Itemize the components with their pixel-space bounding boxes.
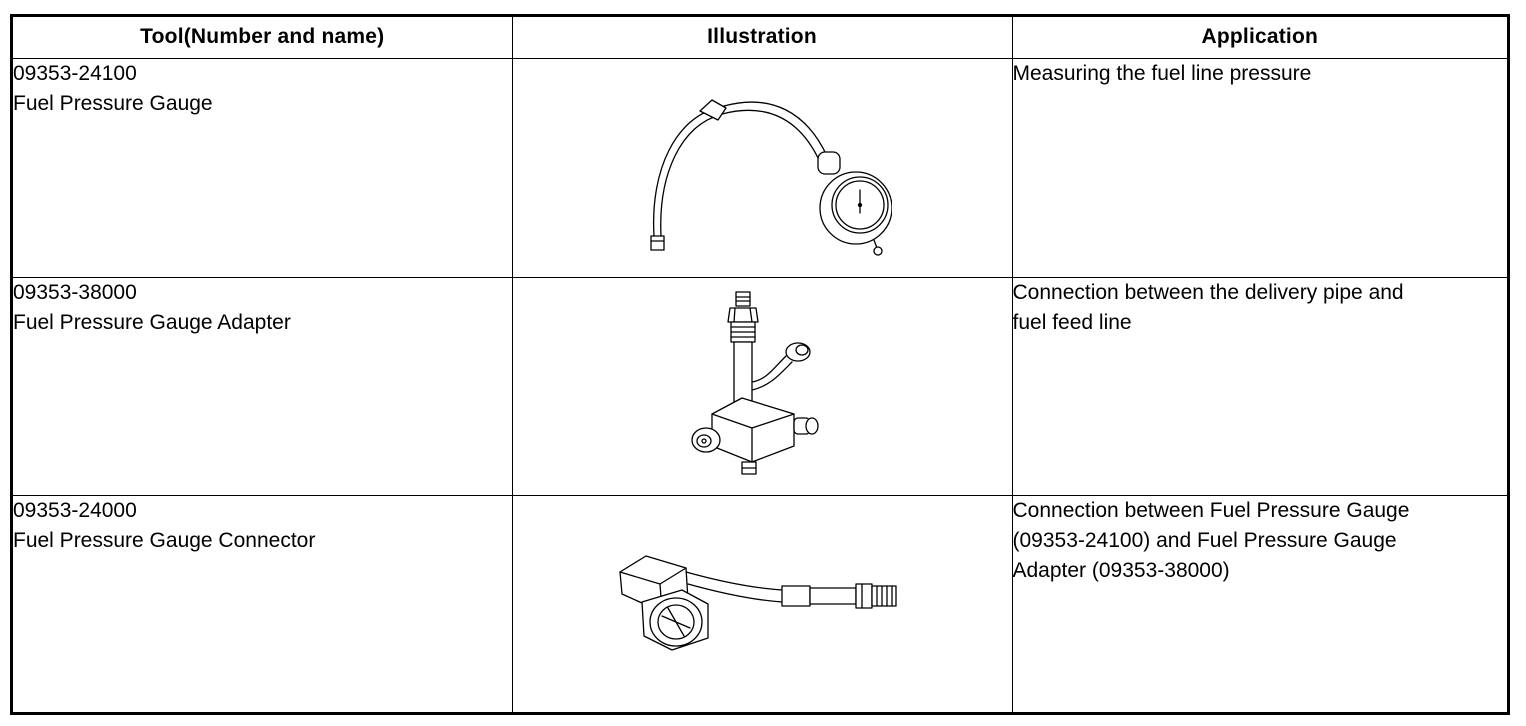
illustration-cell xyxy=(511,494,1013,715)
application-text-line: Connection between Fuel Pressure Gauge xyxy=(1012,498,1410,522)
header-application: Application xyxy=(1011,17,1507,59)
fuel-pressure-gauge-connector-illustration xyxy=(612,550,912,660)
header-illustration: Illustration xyxy=(511,17,1013,59)
application-text: Measuring the fuel line pressure xyxy=(1012,61,1312,85)
application-cell: Connection between the delivery pipe and… xyxy=(1011,276,1507,496)
application-cell: Connection between Fuel Pressure Gauge (… xyxy=(1011,494,1507,715)
application-text-line: (09353-24100) and Fuel Pressure Gauge xyxy=(1012,528,1397,552)
tool-cell: 09353-24100 Fuel Pressure Gauge xyxy=(13,57,513,278)
table-header-row: Tool(Number and name) Illustration Appli… xyxy=(13,17,1507,59)
tool-name: Fuel Pressure Gauge xyxy=(13,91,213,115)
special-tools-table-frame: Tool(Number and name) Illustration Appli… xyxy=(10,14,1510,715)
application-cell: Measuring the fuel line pressure xyxy=(1011,57,1507,278)
table-row: 09353-24100 Fuel Pressure Gauge xyxy=(13,57,1507,278)
tool-cell: 09353-38000 Fuel Pressure Gauge Adapter xyxy=(13,276,513,496)
application-text-line: fuel feed line xyxy=(1012,310,1132,334)
fuel-pressure-gauge-adapter-illustration xyxy=(682,286,842,486)
special-tools-table: Tool(Number and name) Illustration Appli… xyxy=(13,17,1507,715)
tool-number: 09353-24100 xyxy=(13,61,137,85)
tool-name: Fuel Pressure Gauge Adapter xyxy=(13,310,291,334)
tool-number: 09353-24000 xyxy=(13,498,137,522)
tool-cell: 09353-24000 Fuel Pressure Gauge Connecto… xyxy=(13,494,513,715)
application-text-line: Adapter (09353-38000) xyxy=(1012,558,1230,582)
table-row: 09353-38000 Fuel Pressure Gauge Adapter xyxy=(13,276,1507,496)
tool-number: 09353-38000 xyxy=(13,280,137,304)
illustration-cell xyxy=(511,276,1013,496)
application-text-line: Connection between the delivery pipe and xyxy=(1012,280,1404,304)
table-row: 09353-24000 Fuel Pressure Gauge Connecto… xyxy=(13,494,1507,715)
fuel-pressure-gauge-illustration xyxy=(632,78,892,258)
header-tool: Tool(Number and name) xyxy=(13,17,513,59)
tool-name: Fuel Pressure Gauge Connector xyxy=(13,528,316,552)
illustration-cell xyxy=(511,57,1013,278)
